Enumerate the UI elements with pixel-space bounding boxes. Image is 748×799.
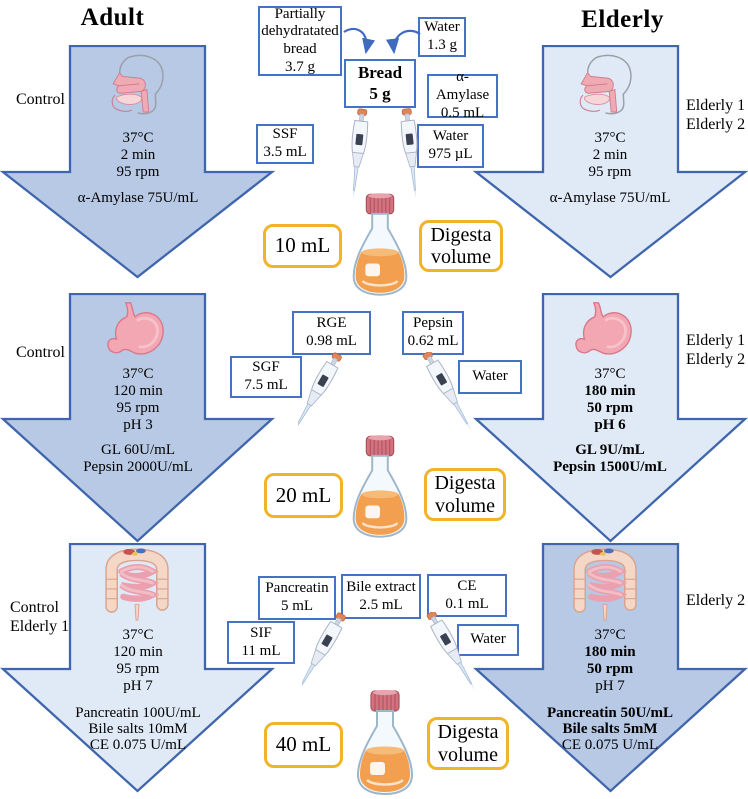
stomach-icon bbox=[106, 301, 165, 356]
flask-icon bbox=[352, 434, 408, 538]
adult-gastric-arrow bbox=[0, 293, 275, 543]
ce-box: CE 0.1 mL bbox=[427, 574, 507, 617]
pipette-icon bbox=[298, 352, 478, 437]
elderly-intestinal-arrow bbox=[473, 543, 748, 793]
elderly-gastric-labels: Elderly 1 Elderly 2 bbox=[686, 332, 746, 368]
sgf-box: SGF 7.5 mL bbox=[230, 356, 302, 398]
adult-gastric-enzymes: GL 60U/mL Pepsin 2000U/mL bbox=[83, 442, 193, 475]
flask-icon bbox=[352, 192, 408, 296]
adult-intestinal-arrow bbox=[0, 543, 275, 793]
sif-box: SIF 11 mL bbox=[227, 621, 295, 664]
elderly-oral-enzymes: α-Amylase 75U/mL bbox=[549, 190, 671, 206]
adult-column-title: Adult bbox=[80, 4, 145, 31]
oral-volume-box: 10 mL bbox=[263, 224, 342, 268]
adult-intestinal-enzymes: Pancreatin 100U/mL Bile salts 10mM CE 0.… bbox=[75, 705, 201, 753]
elderly-intestinal-enzymes: Pancreatin 50U/mL Bile salts 5mM CE 0.07… bbox=[547, 705, 673, 753]
elderly-oral-arrow bbox=[472, 45, 748, 279]
water-intestinal-box: Water bbox=[457, 624, 519, 656]
elderly-gastric-conditions: 37°C 180 min 50 rpm pH 6 bbox=[584, 366, 636, 433]
adult-gastric-label: Control bbox=[16, 344, 65, 361]
intestinal-volume-box: 40 mL bbox=[264, 722, 343, 768]
alpha-amylase-box: α-Amylase 0.5 mL bbox=[427, 69, 498, 121]
gastric-digesta-box: Digesta volume bbox=[424, 468, 506, 521]
adult-intestinal-conditions: 37°C 120 min 95 rpm pH 7 bbox=[113, 627, 163, 694]
gastric-volume-box: 20 mL bbox=[264, 473, 343, 518]
intestine-icon bbox=[566, 548, 644, 626]
bread-box: Bread 5 g bbox=[344, 59, 416, 108]
elderly-oral-labels: Elderly 1 Elderly 2 bbox=[686, 97, 746, 133]
mouth-icon bbox=[111, 54, 164, 115]
adult-oral-conditions: 37°C 2 min 95 rpm bbox=[116, 130, 160, 180]
adult-oral-enzymes: α-Amylase 75U/mL bbox=[77, 190, 199, 206]
bile-extract-box: Bile extract 2.5 mL bbox=[341, 574, 421, 619]
elderly-gastric-arrow bbox=[473, 293, 748, 543]
adult-intestinal-labels: Control Elderly 1 bbox=[10, 599, 70, 635]
bread-input-flow-arrows bbox=[343, 27, 421, 55]
pipette-icon bbox=[302, 612, 482, 697]
elderly-column-title: Elderly bbox=[581, 6, 664, 33]
stomach-icon bbox=[574, 301, 633, 356]
partially-dehydrated-bread-box: Partially dehydratated bread 3.7 g bbox=[258, 6, 342, 76]
elderly-intestinal-conditions: 37°C 180 min 50 rpm pH 7 bbox=[584, 627, 636, 694]
water-gastric-box: Water bbox=[458, 360, 522, 394]
pipette-icon bbox=[345, 107, 424, 200]
water-975-box: Water 975 µL bbox=[417, 124, 484, 168]
adult-oral-label: Control bbox=[16, 91, 65, 108]
intestine-icon bbox=[98, 548, 176, 626]
elderly-gastric-enzymes: GL 9U/mL Pepsin 1500U/mL bbox=[553, 442, 667, 475]
intestinal-digesta-box: Digesta volume bbox=[427, 717, 509, 770]
adult-oral-arrow bbox=[0, 45, 276, 279]
ssf-box: SSF 3.5 mL bbox=[256, 124, 314, 164]
rge-box: RGE 0.98 mL bbox=[292, 311, 371, 355]
oral-digesta-box: Digesta volume bbox=[419, 220, 503, 272]
flask-icon bbox=[356, 688, 414, 796]
water-input-box: Water 1.3 g bbox=[418, 17, 466, 57]
pepsin-box: Pepsin 0.62 mL bbox=[402, 311, 464, 355]
elderly-oral-conditions: 37°C 2 min 95 rpm bbox=[588, 130, 632, 180]
elderly-intestinal-label: Elderly 2 bbox=[686, 592, 746, 609]
pancreatin-box: Pancreatin 5 mL bbox=[258, 576, 336, 620]
mouth-icon bbox=[579, 54, 632, 115]
adult-gastric-conditions: 37°C 120 min 95 rpm pH 3 bbox=[113, 366, 163, 433]
